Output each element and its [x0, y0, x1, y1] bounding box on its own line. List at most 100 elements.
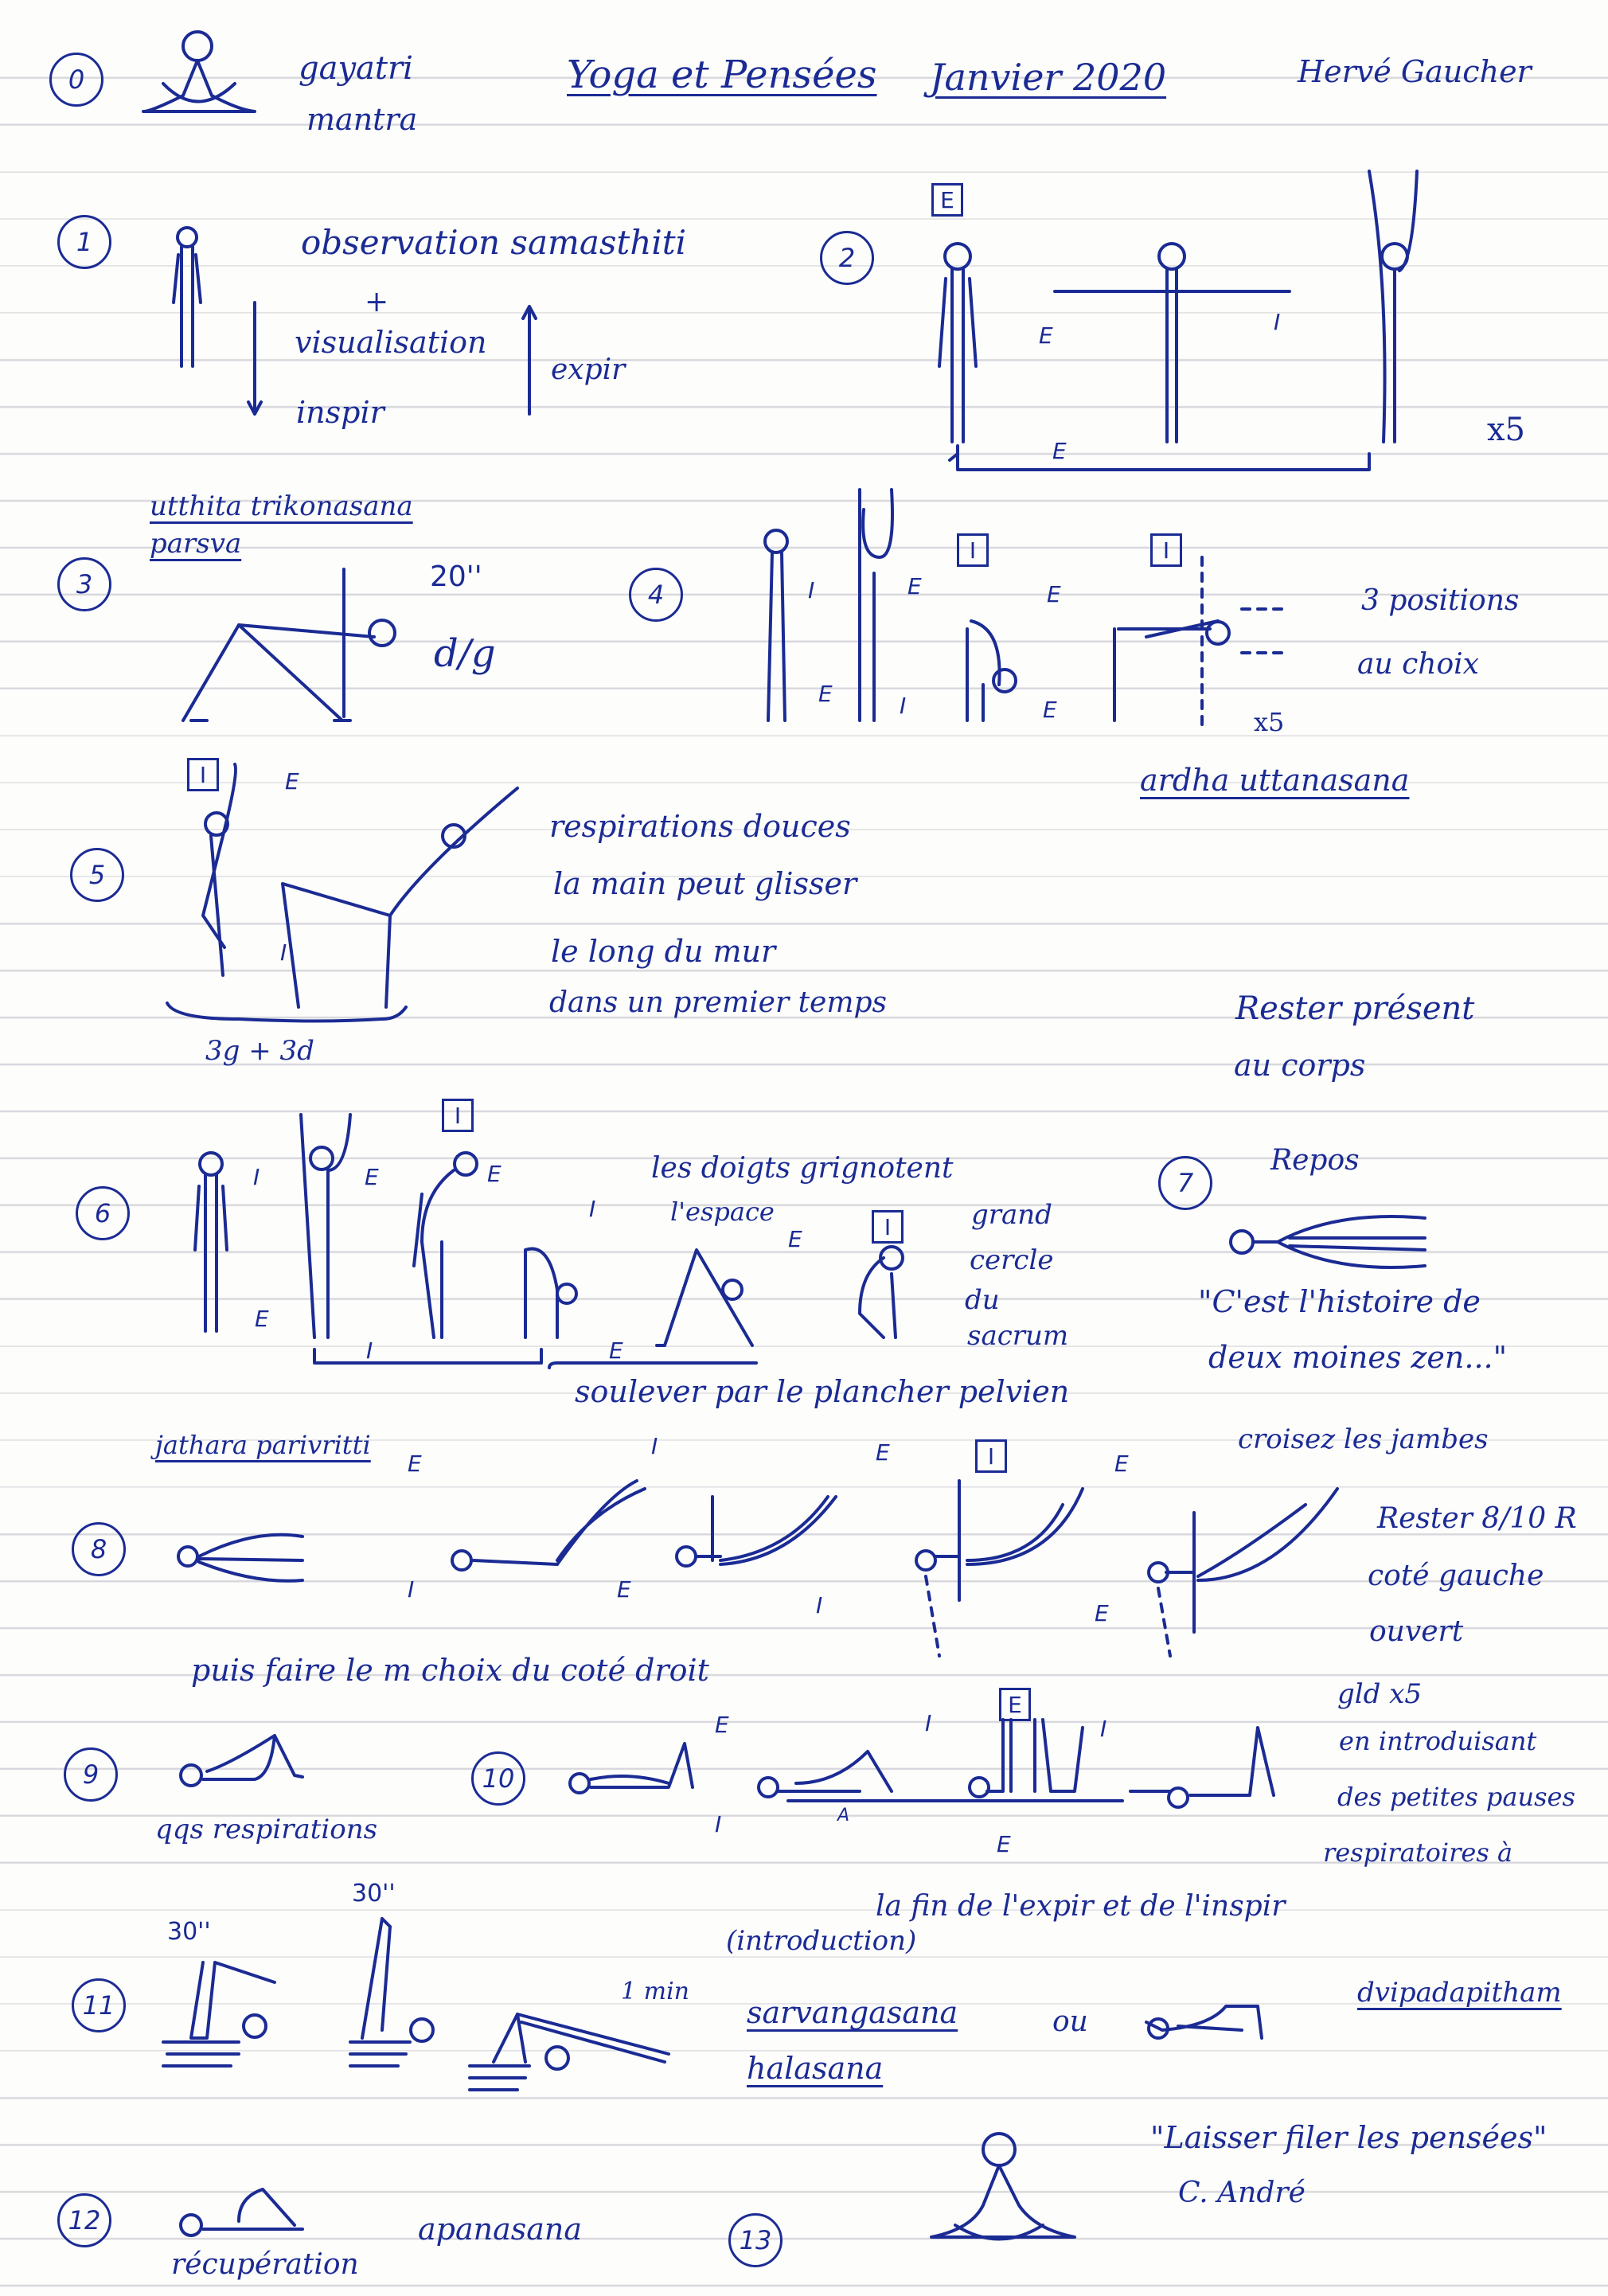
child-pose-figure-s9: [179, 1734, 304, 1787]
s6-text-line2: l'espace: [670, 1197, 775, 1227]
s6-text-line1: les doigts grignotent: [651, 1152, 954, 1185]
s2-box-e: E: [931, 183, 963, 217]
s5-e-arrow: E: [285, 768, 299, 795]
section-number-9: 9: [64, 1747, 118, 1802]
page-date: Janvier 2020: [930, 56, 1167, 99]
s8-bottom-text: puis faire le m choix du coté droit: [191, 1653, 709, 1688]
s6-cercle-line3: du: [965, 1284, 1000, 1316]
s5-i-arrow: I: [280, 939, 287, 966]
s9-text: qqs respirations: [155, 1814, 378, 1845]
s8-i-arrow1: I: [651, 1433, 658, 1459]
trikonasana-figure-s3: [181, 568, 396, 722]
s6-i-arrow1: I: [253, 1164, 260, 1190]
s2-i-arrow: I: [1274, 309, 1281, 335]
apanasana-figure-s12: [179, 2188, 304, 2237]
s4-i-arrow: I: [808, 577, 815, 603]
s1-visualisation: visualisation: [295, 325, 487, 360]
s8-note-line2: coté gauche: [1368, 1560, 1544, 1592]
s5-box-i: I: [187, 758, 219, 791]
section-number-7: 7: [1158, 1156, 1212, 1210]
s3-time: 20'': [430, 560, 482, 593]
s6-cercle-line1: grand: [971, 1199, 1052, 1231]
s10-i-arrow1: I: [715, 1811, 722, 1837]
meditation-figure-header: [142, 30, 256, 113]
s10-e-bottom: E: [997, 1831, 1011, 1857]
s11-intro: (introduction): [726, 1925, 917, 1957]
s11-alt-pose: dvipadapitham: [1357, 1977, 1562, 2009]
mantra-label-line1: gayatri: [299, 50, 413, 87]
s12-pose: apanasana: [418, 2212, 583, 2247]
s7-quote-line2: deux moines zen...": [1208, 1340, 1508, 1375]
s8-pose: jathara parivritti: [155, 1430, 371, 1460]
s6-e-arrow1: E: [365, 1164, 379, 1190]
s4-note-line2: au choix: [1357, 648, 1479, 681]
s11-ou: ou: [1052, 2005, 1088, 2038]
s6-e-arrow3: E: [255, 1306, 269, 1332]
s10-note-line2: en introduisant: [1339, 1726, 1537, 1756]
s7-title: Repos: [1270, 1144, 1360, 1177]
s5-text-line4: dans un premier temps: [549, 986, 888, 1019]
s6-cercle-line4: sacrum: [967, 1320, 1069, 1352]
s11-pose2: halasana: [747, 2051, 884, 2086]
section-number-3: 3: [57, 557, 111, 611]
section-number-5: 5: [70, 848, 124, 902]
s12-text: récupération: [171, 2248, 359, 2281]
forward-bend-figures-s4: [763, 488, 1291, 734]
meditation-figure-s13: [930, 2132, 1076, 2241]
section-number-6: 6: [76, 1186, 130, 1240]
s8-note-line3: ouvert: [1369, 1615, 1464, 1648]
s8-box-i: I: [975, 1439, 1007, 1473]
s4-pose: ardha uttanasana: [1140, 763, 1410, 798]
standing-figure-s1: [172, 226, 537, 416]
s1-plus: +: [365, 286, 389, 318]
s6-cercle-line2: cercle: [970, 1244, 1054, 1276]
s1-title: observation samasthiti: [301, 223, 687, 262]
section-number-2: 2: [820, 231, 874, 285]
s6-bottom-text: soulever par le plancher pelvien: [575, 1374, 1070, 1409]
s8-note-line1: Rester 8/10 R: [1377, 1502, 1577, 1535]
s3-variant: parsva: [150, 528, 242, 560]
s1-expir: expir: [551, 353, 626, 386]
s5-note-line1: Rester présent: [1235, 990, 1475, 1027]
s2-bottom-e: E: [1052, 438, 1067, 464]
s6-box-i1: I: [442, 1099, 474, 1132]
section-number-0: 0: [49, 53, 103, 107]
s5-text-line3: le long du mur: [551, 934, 776, 969]
s11-time2: 30'': [352, 1880, 396, 1907]
s2-e-arrow: E: [1039, 322, 1053, 349]
s10-note-line3: des petites pauses: [1337, 1782, 1575, 1812]
s5-text-line2: la main peut glisser: [553, 866, 857, 901]
s10-note-line5: la fin de l'expir et de l'inspir: [876, 1890, 1286, 1923]
s7-quote-line1: "C'est l'histoire de: [1198, 1284, 1481, 1319]
shoulderstand-figures-s11: [162, 1917, 1263, 2091]
page-author: Hervé Gaucher: [1298, 54, 1532, 89]
s8-i-arrow3: I: [816, 1592, 823, 1619]
s8-e-arrow2: E: [617, 1576, 631, 1603]
s6-i-bottom: I: [366, 1337, 373, 1364]
s2-reps: x5: [1487, 412, 1526, 448]
s5-reps: 3g + 3d: [205, 1035, 314, 1067]
section-number-13: 13: [728, 2213, 783, 2267]
s4-box-i2: I: [1150, 533, 1182, 567]
s5-text-line1: respirations douces: [549, 809, 851, 844]
s8-i-arrow2: I: [408, 1576, 415, 1603]
s4-i-arrow2: I: [900, 693, 907, 719]
s10-i-arrow3: I: [1100, 1716, 1107, 1742]
s10-note-line4: respiratoires à: [1323, 1837, 1513, 1868]
page-title: Yoga et Pensées: [567, 53, 877, 97]
s11-pose1: sarvangasana: [747, 1995, 958, 2030]
mantra-label-line2: mantra: [306, 102, 418, 137]
s6-e-bottom: E: [609, 1337, 623, 1364]
s6-e-arrow5: E: [788, 1226, 802, 1252]
section-number-11: 11: [72, 1978, 126, 2032]
s3-pose: utthita trikonasana: [150, 490, 413, 522]
s5-note-line2: au corps: [1234, 1048, 1366, 1083]
s6-box-i2: I: [872, 1210, 904, 1244]
s10-note-line1: gld x5: [1337, 1678, 1423, 1710]
section-number-1: 1: [57, 215, 111, 269]
s4-note-line1: 3 positions: [1361, 584, 1520, 617]
s1-inspir: inspir: [296, 395, 384, 430]
sacrum-circle-figures-s6: [193, 1113, 904, 1369]
s6-i-arrow3: I: [589, 1196, 596, 1222]
